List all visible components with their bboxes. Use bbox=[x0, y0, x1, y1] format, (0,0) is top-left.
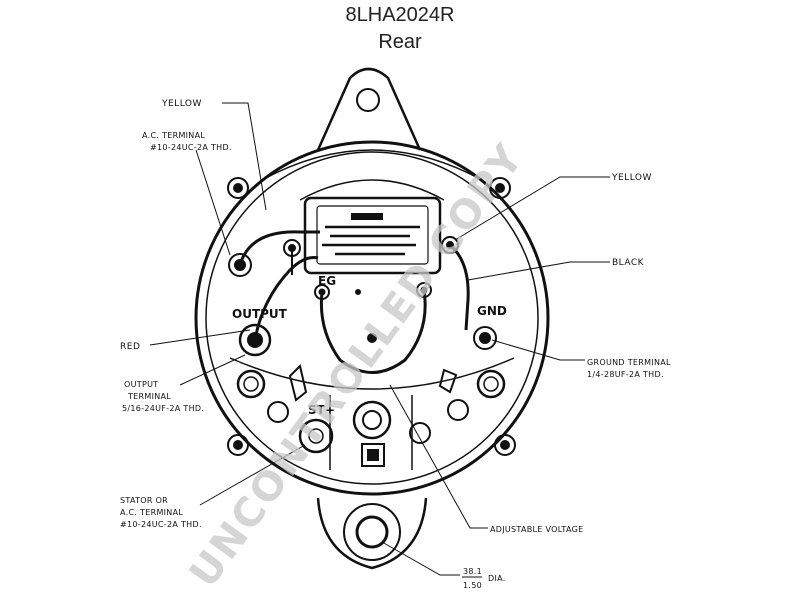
label-output-2: TERMINAL bbox=[127, 392, 171, 401]
label-ac-terminal-2: #10-24UC-2A THD. bbox=[150, 143, 232, 152]
stator-terminal-stud bbox=[298, 418, 334, 454]
bolt-boss-upper-left bbox=[227, 177, 249, 199]
leader-output bbox=[179, 354, 246, 386]
label-output-1: OUTPUT bbox=[124, 380, 158, 389]
label-dia-bottom: 1.50 bbox=[463, 581, 482, 590]
regulator-cover bbox=[303, 196, 442, 275]
label-output-3: 5/16-24UF-2A THD. bbox=[122, 404, 204, 413]
output-terminal-stud bbox=[238, 323, 272, 357]
label-ac-terminal-1: A.C. TERMINAL bbox=[142, 131, 205, 140]
top-mount-hole bbox=[356, 88, 380, 112]
leader-red bbox=[149, 329, 251, 346]
leader-dia bbox=[381, 541, 460, 576]
output-mark: OUTPUT bbox=[232, 307, 288, 321]
reg-mark: EG bbox=[318, 274, 336, 288]
diagram-title: 8LHA2024R bbox=[345, 4, 455, 26]
label-stator-1: STATOR OR bbox=[120, 496, 168, 505]
diode-hole-right bbox=[476, 369, 506, 399]
label-ground-2: 1/4-28UF-2A THD. bbox=[587, 370, 664, 379]
bolt-boss-lower-left bbox=[227, 434, 249, 456]
ac-terminal-stud bbox=[228, 253, 252, 277]
housing-outer bbox=[194, 140, 550, 496]
diode-hole-left bbox=[236, 369, 266, 399]
label-stator-2: A.C. TERMINAL bbox=[120, 508, 183, 517]
vent-hole-3 bbox=[409, 422, 431, 444]
regulator-stud-right bbox=[441, 236, 459, 254]
leader-yellow-top bbox=[222, 102, 267, 211]
adjustable-voltage-pot bbox=[361, 443, 385, 467]
top-mounting-ear bbox=[316, 67, 422, 151]
leader-yellow-right bbox=[454, 176, 610, 241]
housing-inner bbox=[205, 151, 539, 485]
label-adjustable-voltage: ADJUSTABLE VOLTAGE bbox=[490, 525, 583, 534]
leader-stator bbox=[199, 444, 306, 506]
leader-black bbox=[467, 261, 610, 281]
vent-hole-2 bbox=[447, 399, 469, 421]
label-yellow-right: YELLOW bbox=[611, 173, 652, 183]
bolt-boss-upper-right bbox=[489, 177, 511, 199]
gnd-mark: GND bbox=[477, 304, 507, 318]
label-dia-top: 38.1 bbox=[463, 567, 482, 576]
label-ground-1: GROUND TERMINAL bbox=[587, 358, 671, 367]
label-red: RED bbox=[120, 342, 140, 352]
leader-ground bbox=[491, 339, 585, 361]
bottom-mount-hole bbox=[355, 515, 389, 549]
bottom-mounting-ear bbox=[316, 497, 428, 570]
yellow-lead bbox=[238, 230, 320, 266]
label-stator-3: #10-24UC-2A THD. bbox=[120, 520, 202, 529]
ground-terminal-stud bbox=[473, 326, 497, 350]
label-dia-unit: DIA. bbox=[488, 574, 506, 583]
label-yellow-top: YELLOW bbox=[161, 99, 202, 109]
black-lead bbox=[448, 243, 470, 331]
leader-adjustable bbox=[389, 384, 488, 529]
start-mark: ST+ bbox=[308, 403, 335, 417]
vent-hole-1 bbox=[267, 401, 289, 423]
red-lead bbox=[253, 256, 319, 341]
bottom-mount-boss bbox=[343, 503, 401, 561]
label-black: BLACK bbox=[612, 258, 645, 268]
diagram-subtitle: Rear bbox=[378, 31, 422, 53]
leader-ac-terminal bbox=[195, 149, 231, 256]
bolt-boss-lower-right bbox=[494, 434, 516, 456]
start-terminal-stud bbox=[352, 400, 392, 440]
